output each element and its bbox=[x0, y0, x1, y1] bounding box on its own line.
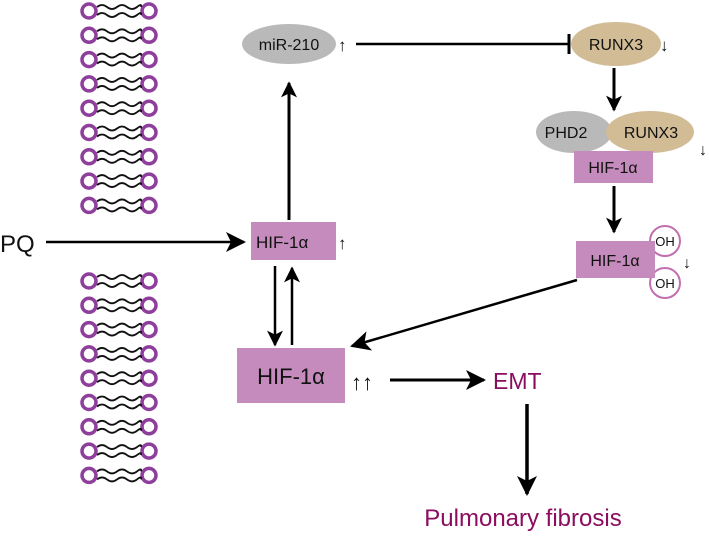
oh-bottom-label: OH bbox=[655, 276, 675, 291]
cell-membrane-lower bbox=[80, 272, 158, 485]
mir210-up-arrow: ↑ bbox=[338, 36, 347, 55]
hif-center-label: HIF-1α bbox=[256, 233, 309, 252]
hif-oh-label: HIF-1α bbox=[590, 253, 639, 270]
pulmonary-fibrosis-label: Pulmonary fibrosis bbox=[424, 505, 621, 532]
mir210-label: miR-210 bbox=[259, 37, 320, 54]
complex-down-arrow: ↓ bbox=[699, 142, 707, 159]
runx3-complex-ellipse bbox=[606, 111, 694, 153]
runx3-label: RUNX3 bbox=[589, 37, 643, 54]
phospholipid-pair bbox=[80, 296, 158, 315]
phd2-ellipse bbox=[536, 111, 612, 153]
phospholipid-pair bbox=[80, 2, 158, 20]
phospholipid-pair bbox=[80, 75, 158, 93]
hif-main-up-arrows: ↑↑ bbox=[351, 370, 373, 395]
phospholipid-pair bbox=[80, 148, 158, 166]
runx3-down-arrow: ↓ bbox=[660, 36, 669, 55]
runx3-complex-label: RUNX3 bbox=[624, 125, 678, 142]
oh-bottom-circle bbox=[649, 267, 681, 299]
hif-main-label: HIF-1α bbox=[257, 364, 325, 389]
phospholipid-pair bbox=[80, 466, 158, 485]
phospholipid-pair bbox=[80, 369, 158, 387]
phospholipid-pair bbox=[80, 320, 158, 339]
oh-top-label: OH bbox=[655, 234, 675, 249]
pq-label: PQ bbox=[0, 231, 35, 258]
phospholipid-pair bbox=[80, 172, 158, 190]
phospholipid-pair bbox=[80, 196, 158, 215]
phospholipid-pair bbox=[80, 418, 158, 436]
hif-main-box bbox=[237, 348, 345, 403]
cell-membrane-upper bbox=[80, 2, 158, 215]
phd2-label: PHD2 bbox=[545, 125, 588, 142]
phospholipid-pair bbox=[80, 26, 158, 45]
hif-oh-down-arrow: ↓ bbox=[683, 255, 691, 272]
hif-complex-box bbox=[574, 151, 653, 183]
hif-center-box bbox=[251, 222, 336, 260]
phospholipid-pair bbox=[80, 442, 158, 460]
phospholipid-pair bbox=[80, 345, 158, 363]
arrow-hif-oh-to-hif-main bbox=[350, 278, 578, 351]
phospholipid-pair bbox=[80, 123, 158, 142]
phospholipid-pair bbox=[80, 50, 158, 69]
hif-complex-label: HIF-1α bbox=[588, 160, 637, 177]
mir210-ellipse bbox=[242, 24, 336, 64]
runx3-ellipse bbox=[571, 22, 661, 66]
phospholipid-pair bbox=[80, 393, 158, 412]
emt-label: EMT bbox=[493, 368, 542, 394]
phospholipid-pair bbox=[80, 272, 158, 290]
phospholipid-pair bbox=[80, 99, 158, 117]
hif-center-up-arrow: ↑ bbox=[338, 234, 347, 253]
hif-oh-box bbox=[576, 241, 655, 278]
